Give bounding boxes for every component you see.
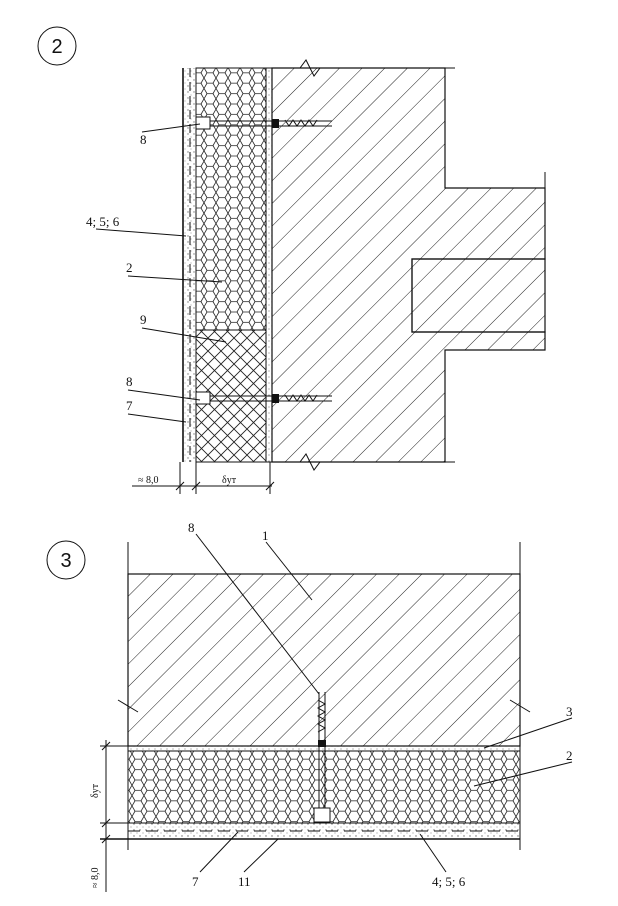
leader-7-3 [199, 831, 239, 873]
insulation-layer [195, 67, 267, 331]
label-456-3: 4; 5; 6 [432, 874, 466, 889]
break-mark-right [509, 699, 531, 713]
label-1: 1 [262, 528, 269, 543]
dowel-anchor-upper [195, 116, 332, 130]
adhesive-layer [265, 67, 273, 463]
leader-7 [127, 413, 187, 423]
label-456: 4; 5; 6 [86, 214, 120, 229]
detail-3: 3 8 1 3 2 7 [46, 520, 573, 892]
dim-insulation-3: δут [90, 783, 101, 798]
leader-8-3 [195, 533, 320, 695]
label-7-3: 7 [192, 874, 199, 889]
label-7: 7 [126, 398, 133, 413]
dim-plaster-3: ≈ 8,0 [90, 868, 101, 889]
leader-8-upper [141, 123, 201, 133]
label-9: 9 [140, 312, 147, 327]
leader-456 [95, 228, 187, 237]
detail-2-number: 2 [51, 36, 62, 58]
floor-slab [411, 258, 546, 333]
detail-2: 2 [37, 26, 546, 494]
leader-456-3 [419, 833, 447, 873]
dim-insulation-2: δут [222, 475, 237, 486]
leader-1 [265, 541, 313, 601]
break-mark-left [117, 699, 139, 713]
label-2-3: 2 [566, 748, 573, 763]
dim-ticks-vertical [101, 741, 111, 844]
leader-2 [127, 275, 223, 283]
label-8-upper: 8 [140, 132, 147, 147]
masonry-wall-3 [127, 573, 521, 747]
break-line-top [262, 59, 455, 77]
label-8-lower: 8 [126, 374, 133, 389]
label-8-3: 8 [188, 520, 195, 535]
leader-3 [483, 717, 573, 749]
leader-9 [141, 327, 227, 343]
label-2: 2 [126, 260, 133, 275]
detail-3-number: 3 [60, 550, 71, 572]
plaster-layer-3 [128, 823, 520, 839]
detail-3-marker [46, 540, 86, 580]
break-line-bottom [262, 453, 455, 471]
dim-plaster-2: ≈ 8,0 [138, 475, 159, 486]
plaster-layer [183, 68, 196, 462]
dowel-anchor-3 [313, 692, 331, 823]
label-3: 3 [566, 704, 573, 719]
label-11: 11 [238, 874, 251, 889]
dim-ticks-bottom [175, 481, 275, 491]
detail-2-marker [37, 26, 77, 66]
leader-11 [243, 838, 279, 873]
leader-2-3 [473, 761, 573, 787]
leader-8-lower [127, 389, 201, 401]
dowel-anchor-lower [195, 391, 332, 405]
